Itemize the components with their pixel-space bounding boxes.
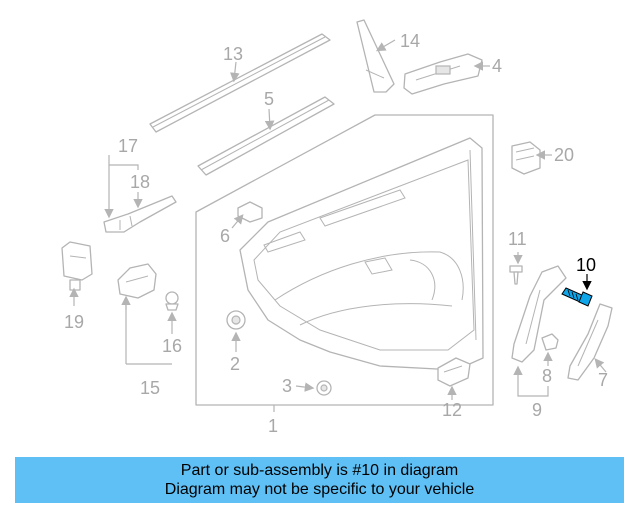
callout-3: 3 — [282, 376, 292, 396]
part-12-switch[interactable] — [437, 357, 471, 387]
callout-2: 2 — [230, 354, 240, 374]
part-18-clip[interactable] — [103, 195, 177, 233]
part-2-clip[interactable] — [226, 310, 246, 330]
part-7-trim-strip[interactable] — [567, 303, 613, 381]
callout-18: 18 — [130, 172, 150, 192]
part-9-trim-strip[interactable] — [511, 265, 567, 363]
callout-7: 7 — [598, 370, 608, 390]
callout-14: 14 — [400, 31, 420, 51]
part-4-inner-handle[interactable] — [403, 53, 483, 95]
callout-6: 6 — [220, 226, 230, 246]
parts-diagram: 13 14 4 5 17 20 18 6 11 10 19 16 2 8 7 1… — [61, 19, 613, 436]
callout-9: 9 — [532, 400, 542, 420]
banner-line-2: Diagram may not be specific to your vehi… — [164, 481, 475, 498]
callout-17: 17 — [118, 136, 138, 156]
callout-5: 5 — [264, 89, 274, 109]
info-banner: Part or sub-assembly is #10 in diagram D… — [15, 457, 624, 503]
callout-4: 4 — [492, 56, 502, 76]
callout-20: 20 — [554, 145, 574, 165]
callout-16: 16 — [162, 336, 182, 356]
callout-13: 13 — [223, 44, 243, 64]
banner-line-1: Part or sub-assembly is #10 in diagram — [180, 462, 459, 479]
part-8-clip[interactable] — [541, 333, 559, 351]
part-19-switch[interactable] — [61, 241, 93, 291]
part-5-belt-molding[interactable] — [197, 96, 335, 176]
callout-10: 10 — [576, 255, 596, 275]
callout-12: 12 — [442, 400, 462, 420]
part-11-screw[interactable] — [509, 265, 523, 285]
part-16-clip[interactable] — [165, 291, 179, 311]
part-15-bracket[interactable] — [117, 263, 157, 299]
part-14-triangle-cover[interactable] — [356, 19, 395, 93]
part-3-fastener[interactable] — [316, 380, 332, 396]
callout-11: 11 — [508, 229, 527, 249]
callout-8: 8 — [542, 366, 552, 386]
callout-1: 1 — [268, 416, 278, 436]
callout-labels: 13 14 4 5 17 20 18 6 11 10 19 16 2 8 7 1… — [64, 31, 608, 436]
callout-19: 19 — [64, 312, 84, 332]
part-20-switch[interactable] — [511, 141, 541, 175]
door-trim-panel[interactable] — [239, 137, 484, 371]
callout-15: 15 — [140, 378, 160, 398]
part-10-bolt[interactable] — [561, 287, 593, 307]
leader-lines — [69, 39, 607, 412]
